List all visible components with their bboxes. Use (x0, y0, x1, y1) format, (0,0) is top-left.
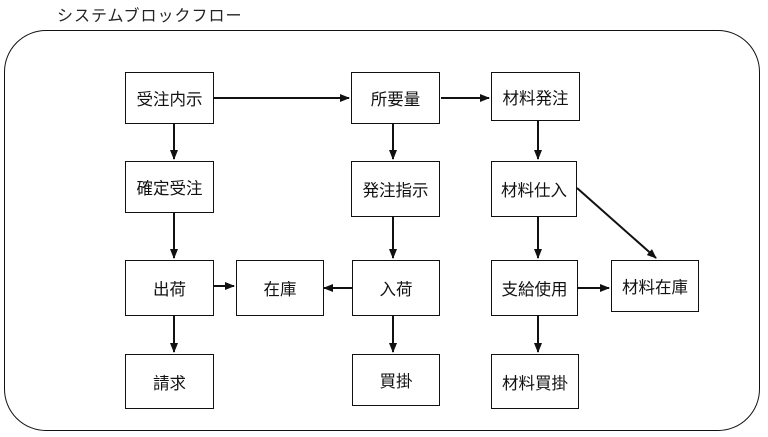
node-nyuka: 入荷 (352, 260, 440, 316)
node-zaiko: 在庫 (236, 260, 324, 316)
node-zairyo-kaikake: 材料買掛 (491, 354, 579, 409)
node-kakutei-juchu: 確定受注 (125, 161, 214, 213)
node-shikyu-shiyo: 支給使用 (491, 260, 578, 316)
node-kaikake: 買掛 (352, 354, 440, 406)
node-juchu-naiji: 受注内示 (125, 72, 214, 124)
node-zairyo-shiire: 材料仕入 (491, 161, 577, 217)
node-shoyoryo: 所要量 (351, 72, 440, 124)
node-zairyo-zaiko: 材料在庫 (611, 260, 699, 312)
arrow-shiire-to-zairyo-zaiko (576, 187, 657, 259)
node-zairyo-hatchu: 材料発注 (491, 72, 580, 121)
system-boundary (4, 30, 760, 431)
node-seikyu: 請求 (125, 354, 214, 409)
node-shukka: 出荷 (125, 260, 214, 316)
node-hatchu-shiji: 発注指示 (351, 161, 440, 217)
diagram-title: システムブロックフロー (57, 6, 243, 25)
